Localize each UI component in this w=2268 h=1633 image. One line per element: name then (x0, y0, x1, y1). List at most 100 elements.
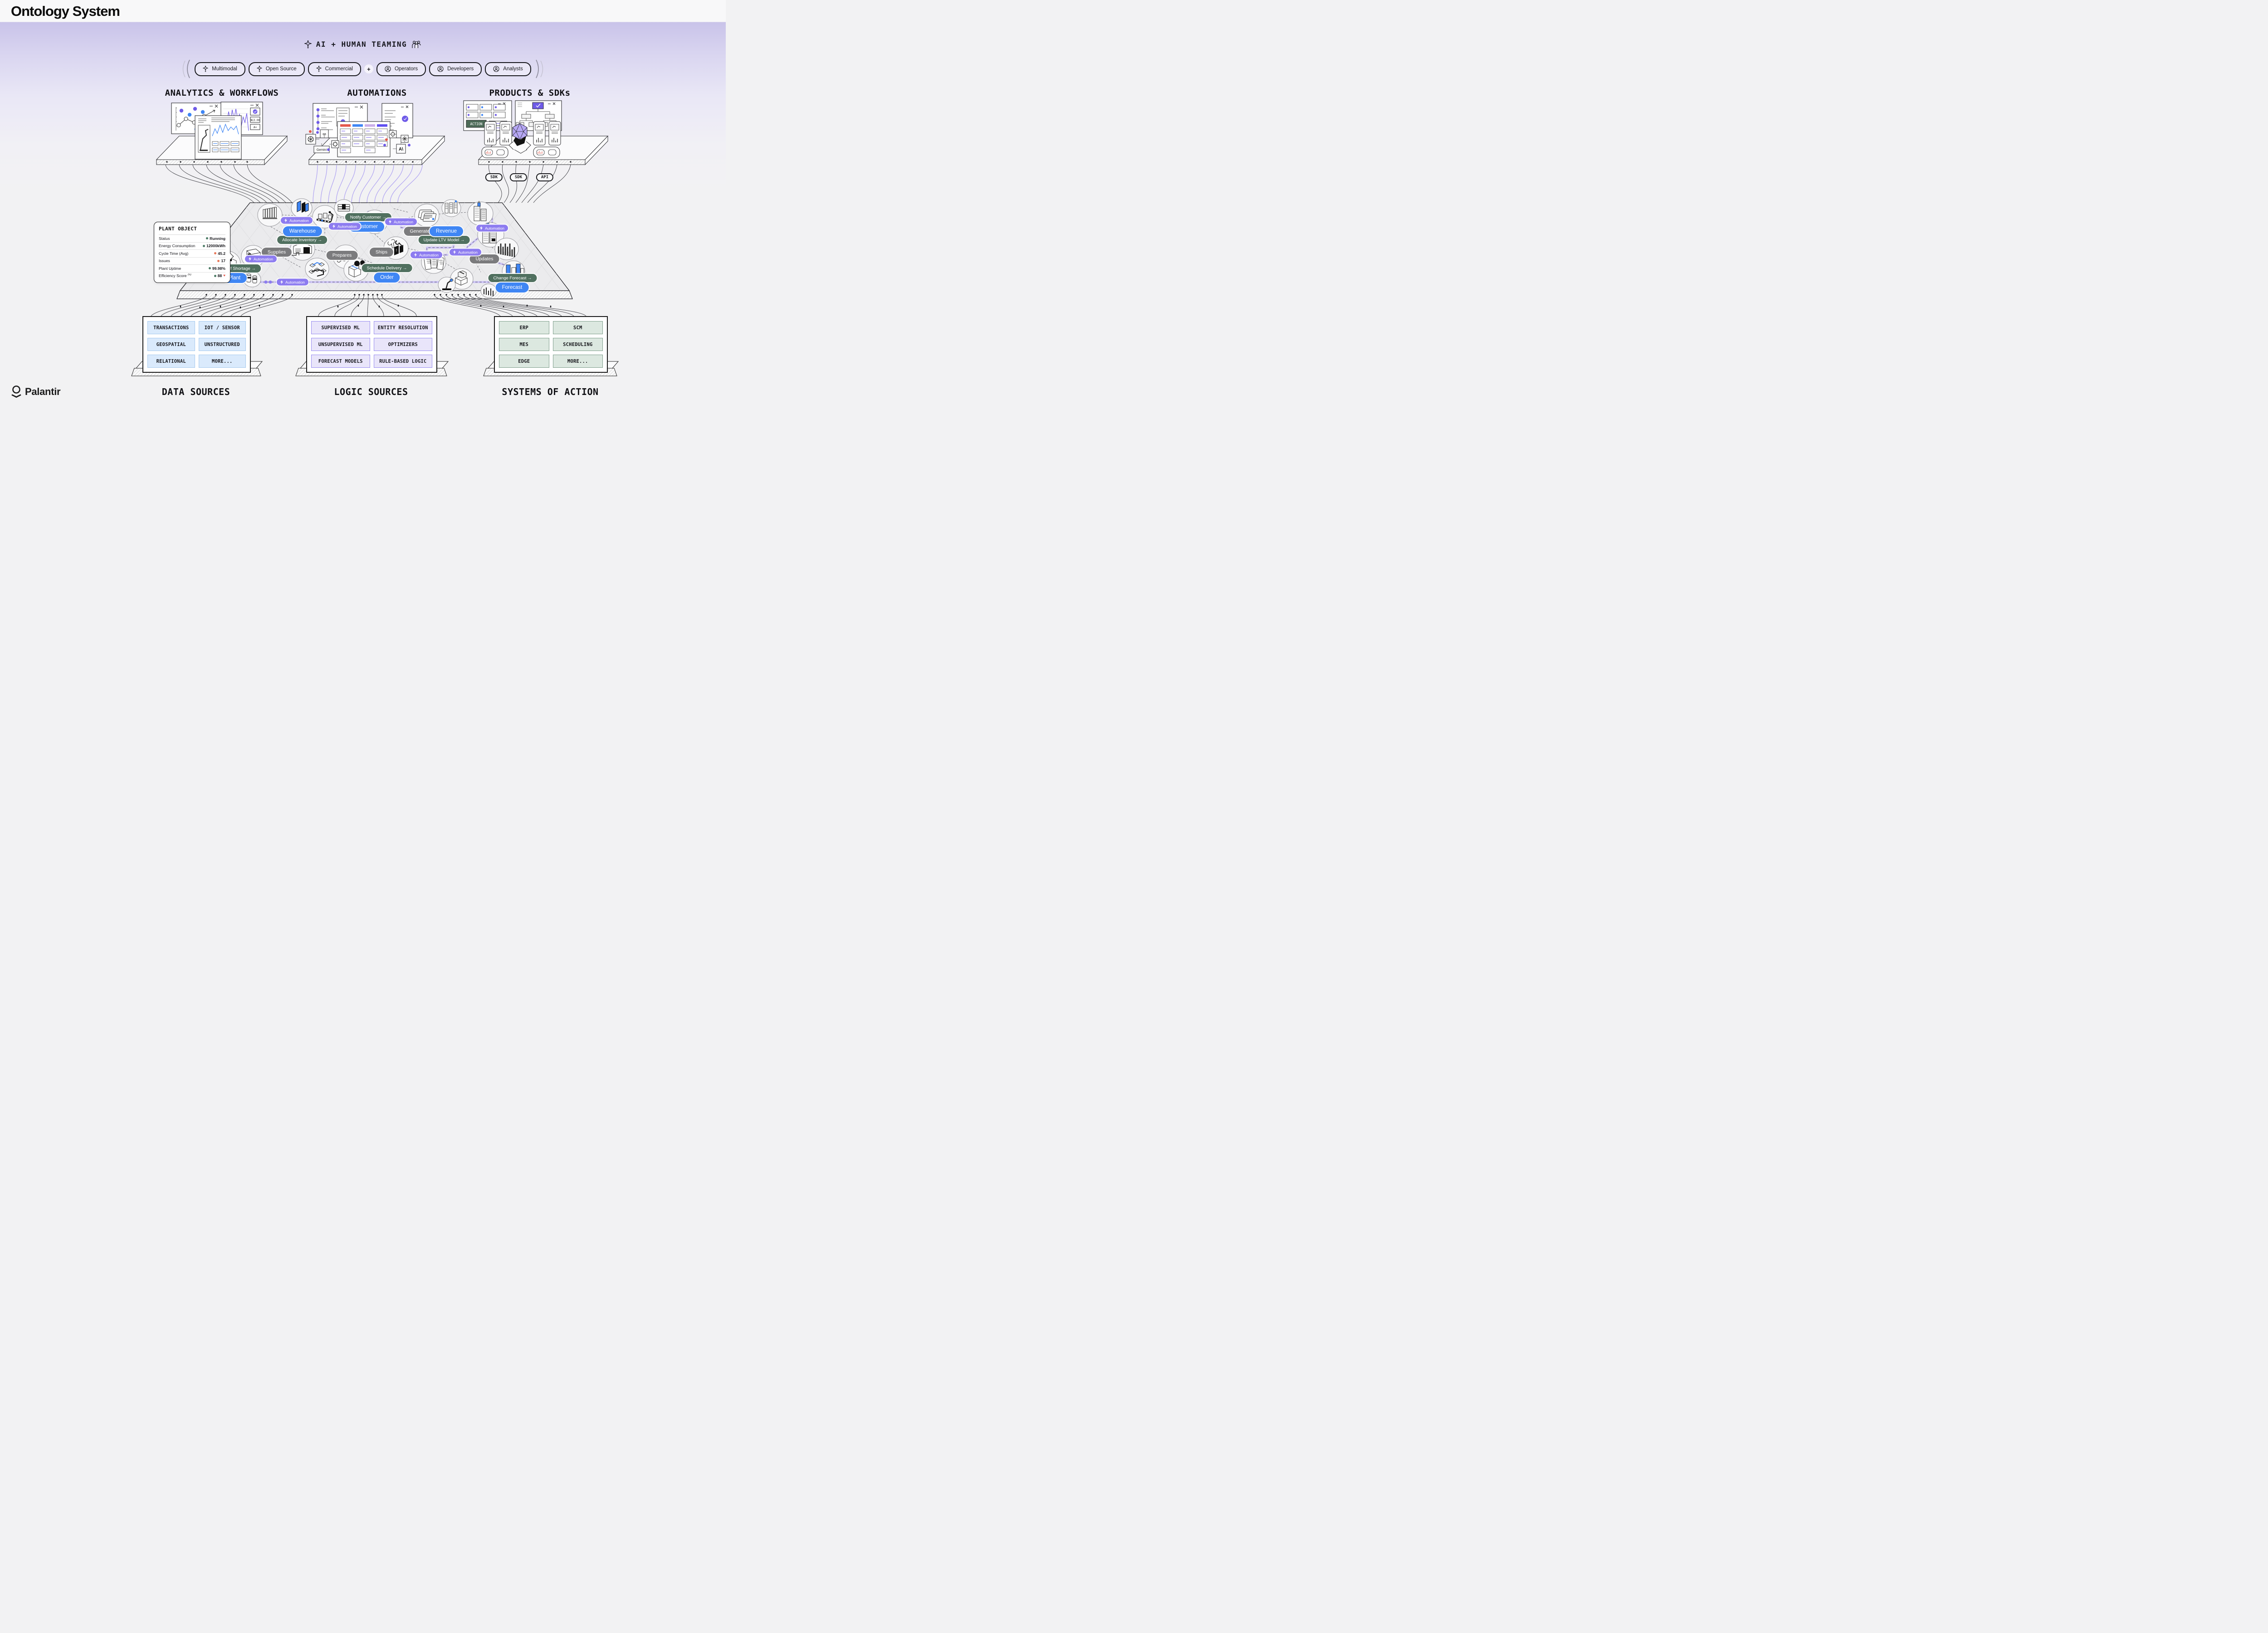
card-row-uptime: Plant Uptime 99.98% (159, 265, 225, 273)
relation-pill-generates[interactable]: Generates (404, 227, 438, 236)
section-title-products: PRODUCTS & SDKs (489, 88, 571, 98)
gear-icon (332, 141, 338, 147)
sparkle-icon (256, 66, 262, 72)
cert-number-label: №13.08 (251, 119, 260, 122)
automation-pill[interactable]: Automation (329, 223, 361, 230)
data-source-cell[interactable]: IOT / SENSOR (198, 321, 246, 334)
robot-monitor-window (195, 115, 242, 160)
bolt-icon (332, 224, 335, 229)
teaming-heading: AI + HUMAN TEAMING (0, 40, 726, 49)
bolt-icon (249, 257, 251, 261)
action-pill-update-ltv-model[interactable]: Update LTV Model → (418, 236, 470, 244)
automation-pill[interactable]: Automation (450, 249, 481, 256)
data-source-cell[interactable]: GEOSPATIAL (147, 338, 195, 351)
logic-source-cell[interactable]: SUPERVISED ML (311, 321, 370, 334)
bolt-icon (414, 253, 417, 257)
logic-sources-panel: SUPERVISED ML ENTITY RESOLUTION UNSUPERV… (306, 316, 437, 373)
pill-label: Developers (447, 66, 474, 72)
grade-label: A+ (254, 126, 257, 129)
automations-platform: ∞ Gemini A\ (305, 103, 445, 166)
mobile-devices (484, 121, 561, 146)
logic-source-cell[interactable]: FORECAST MODELS (311, 355, 370, 368)
logic-source-cell[interactable]: OPTIMIZERS (373, 338, 432, 351)
fx-formula-badge: (fx) (187, 273, 191, 277)
bolt-icon (480, 226, 483, 230)
connector-label-sdk-2: SDK (509, 173, 528, 181)
automation-pill[interactable]: Automation (411, 251, 442, 258)
section-title-analytics: ANALYTICS & WORKFLOWS (165, 88, 279, 98)
ontology-to-systems-connectors (434, 294, 587, 317)
node-barchart[interactable] (494, 238, 519, 260)
pill-operators[interactable]: Operators (376, 62, 426, 76)
pill-commercial[interactable]: Commercial (308, 62, 361, 76)
relation-pill-ships[interactable]: Ships (369, 248, 394, 257)
node-barrels[interactable] (243, 271, 261, 288)
card-row-cycle-time: Cycle Time (Avg) 45.2 (159, 250, 225, 258)
system-cell[interactable]: MES (499, 338, 549, 351)
relation-pill-updates[interactable]: Updates (469, 254, 499, 263)
pill-multimodal[interactable]: Multimodal (195, 62, 245, 76)
logic-source-cell[interactable]: UNSUPERVISED ML (311, 338, 370, 351)
node-conveyor[interactable] (312, 205, 337, 229)
data-source-cell[interactable]: UNSTRUCTURED (198, 338, 246, 351)
plant-object-card: PLANT OBJECT Status Running Energy Consu… (154, 222, 230, 283)
data-source-cell[interactable]: TRANSACTIONS (147, 321, 195, 334)
automation-pill[interactable]: Automation (245, 255, 277, 263)
pill-label: Commercial (325, 66, 353, 72)
node-robotarm[interactable] (438, 277, 456, 293)
automation-pill[interactable]: Automation (281, 217, 313, 224)
node-barchart-small[interactable] (480, 283, 497, 298)
echo-arcs-right-icon (535, 59, 543, 78)
action-pill-change-forecast[interactable]: Change Forecast → (488, 274, 537, 282)
sparkle-icon (304, 40, 312, 49)
node-boxstack[interactable] (450, 268, 474, 290)
pill-open-source[interactable]: Open Source (248, 62, 305, 76)
node-cards[interactable] (414, 204, 440, 227)
heart-pulse-icon: ♥ (223, 273, 225, 278)
entity-pill-revenue[interactable]: Revenue (429, 226, 464, 236)
logic-source-cell[interactable]: RULE-BASED LOGIC (373, 355, 432, 368)
pill-label: Open Source (265, 66, 297, 72)
system-cell[interactable]: ERP (499, 321, 549, 334)
person-icon (385, 66, 391, 72)
action-pill-notify-customer[interactable]: Notify Customer → (345, 213, 392, 221)
node-cash[interactable] (334, 199, 354, 217)
system-cell[interactable]: EDGE (499, 355, 549, 368)
entity-pill-warehouse[interactable]: Warehouse (283, 226, 323, 236)
pill-analysts[interactable]: Analysts (485, 62, 531, 76)
pill-label: Operators (394, 66, 418, 72)
pill-developers[interactable]: Developers (429, 62, 482, 76)
system-cell[interactable]: SCM (552, 321, 603, 334)
automation-pill[interactable]: Automation (277, 278, 308, 286)
card-title: PLANT OBJECT (159, 226, 225, 235)
node-racks[interactable] (441, 199, 461, 217)
action-pill-allocate-inventory[interactable]: Allocate Inventory → (277, 236, 327, 244)
relation-pill-supplies[interactable]: Supplies (261, 248, 292, 257)
action-pill-schedule-delivery[interactable]: Schedule Delivery → (362, 264, 412, 272)
pill-label: Analysts (503, 66, 523, 72)
kanban-board-window (337, 121, 391, 157)
data-source-cell[interactable]: MORE... (198, 355, 246, 368)
data-source-cell[interactable]: RELATIONAL (147, 355, 195, 368)
analytics-to-ontology-connectors (165, 164, 293, 203)
products-platform: ACTION (463, 100, 609, 166)
bolt-icon (280, 280, 283, 284)
node-container[interactable] (257, 203, 283, 227)
automation-pill[interactable]: Automation (476, 224, 508, 232)
person-icon (493, 66, 499, 72)
automations-to-ontology-connectors (313, 164, 423, 203)
logic-source-cell[interactable]: ENTITY RESOLUTION (373, 321, 432, 334)
node-alerts[interactable] (291, 198, 313, 218)
systems-of-action-panel: ERP SCM MES SCHEDULING EDGE MORE... (494, 316, 608, 373)
entity-pill-forecast[interactable]: Forecast (495, 283, 529, 292)
people-icon (412, 40, 421, 48)
products-to-ontology-connectors (489, 164, 571, 203)
system-cell[interactable]: SCHEDULING (552, 338, 603, 351)
action-button-label: ACTION (470, 122, 482, 126)
automation-pill[interactable]: Automation (385, 218, 417, 225)
relation-pill-prepares[interactable]: Prepares (326, 251, 358, 260)
node-workflow[interactable] (305, 258, 329, 280)
system-cell[interactable]: MORE... (552, 355, 603, 368)
entity-pill-order[interactable]: Order (374, 273, 400, 283)
ai-model-chips-left: ∞ Gemini (305, 129, 339, 153)
